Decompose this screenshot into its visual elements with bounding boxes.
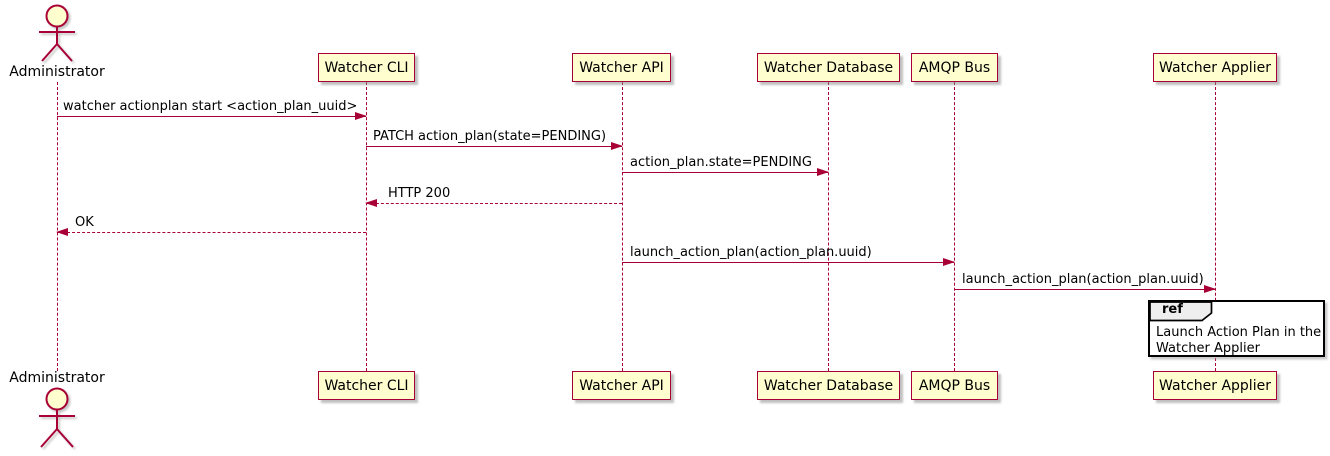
message-arrow	[954, 285, 1216, 295]
message-label: action_plan.state=PENDING	[630, 155, 812, 170]
ref-fragment-text: Launch Action Plan in the Watcher Applie…	[1156, 325, 1321, 357]
message-arrow	[622, 258, 955, 268]
lifeline-administrator	[57, 82, 58, 371]
lifeline-watcher-cli	[366, 82, 367, 371]
message-arrow	[622, 168, 829, 178]
participant-watcher-cli-bottom: Watcher CLI	[318, 371, 415, 400]
actor-label-top: Administrator	[9, 64, 105, 80]
message-label: launch_action_plan(action_plan.uuid)	[630, 245, 872, 260]
message-arrow	[57, 112, 367, 122]
actor-icon	[39, 4, 75, 62]
actor-icon	[39, 387, 75, 448]
message-label: HTTP 200	[388, 186, 451, 201]
actor-label-bottom: Administrator	[9, 370, 105, 386]
ref-text-line: Launch Action Plan in the	[1156, 325, 1322, 340]
ref-text-line: Watcher Applier	[1156, 341, 1260, 356]
message-label: launch_action_plan(action_plan.uuid)	[962, 272, 1204, 287]
lifeline-watcher-api	[622, 82, 623, 371]
participant-watcher-applier-bottom: Watcher Applier	[1153, 371, 1277, 400]
message-label: PATCH action_plan(state=PENDING)	[373, 129, 607, 144]
participant-amqp-bus-top: AMQP Bus	[911, 53, 998, 82]
participant-watcher-database-top: Watcher Database	[757, 53, 900, 82]
ref-pentagon-icon	[1149, 301, 1213, 322]
lifeline-amqp-bus	[954, 82, 955, 371]
message-arrow	[366, 142, 623, 152]
message-arrow	[56, 228, 366, 238]
lifeline-watcher-applier	[1215, 82, 1216, 371]
participant-amqp-bus-bottom: AMQP Bus	[911, 371, 998, 400]
ref-keyword: ref	[1162, 302, 1183, 317]
message-label: watcher actionplan start <action_plan_uu…	[63, 99, 358, 114]
ref-fragment-header: ref	[1149, 301, 1213, 322]
message-label: OK	[75, 215, 94, 230]
participant-watcher-applier-top: Watcher Applier	[1153, 53, 1277, 82]
participant-watcher-cli-top: Watcher CLI	[318, 53, 415, 82]
ref-fragment: ref Launch Action Plan in the Watcher Ap…	[1148, 300, 1325, 357]
participant-watcher-database-bottom: Watcher Database	[757, 371, 900, 400]
lifeline-watcher-database	[828, 82, 829, 371]
participant-watcher-api-top: Watcher API	[572, 53, 671, 82]
participant-watcher-api-bottom: Watcher API	[572, 371, 671, 400]
message-arrow	[365, 199, 622, 209]
